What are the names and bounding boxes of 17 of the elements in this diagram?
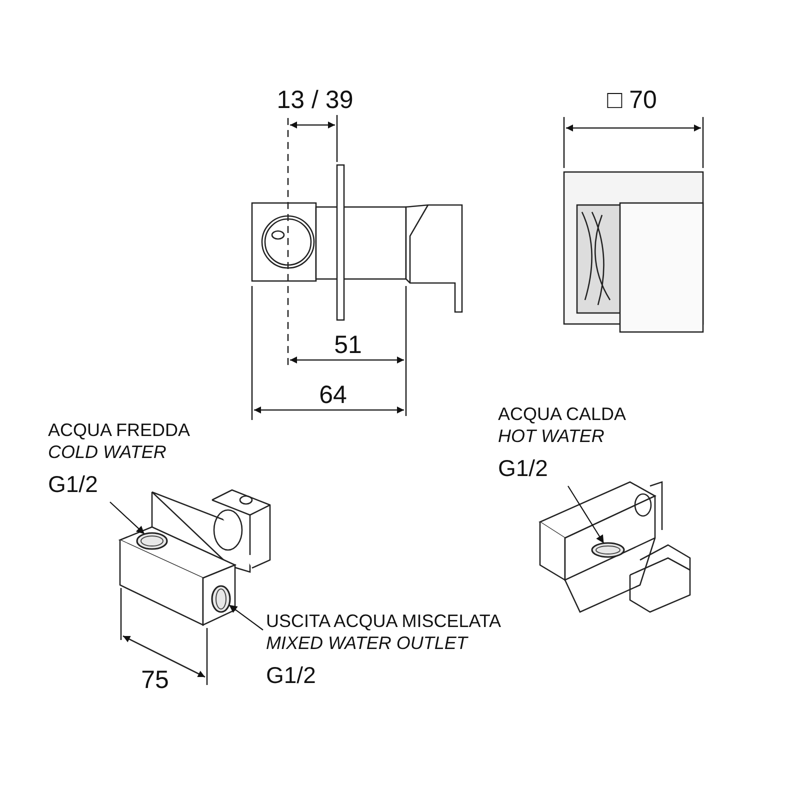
dimension-label: 51 <box>334 333 362 358</box>
leader-line <box>568 486 604 544</box>
callout-text: COLD WATER <box>48 442 168 464</box>
dimension-label: 64 <box>319 383 347 408</box>
callout-text: HOT WATER <box>498 426 606 448</box>
thread-size-label: G1/2 <box>266 662 317 690</box>
callout-text: USCITA ACQUA MISCELATA <box>266 611 502 633</box>
thread-size-label: G1/2 <box>48 471 99 499</box>
callout-text: MIXED WATER OUTLET <box>266 632 470 654</box>
thread-size-label: G1/2 <box>498 455 549 483</box>
callout-text: ACQUA FREDDA <box>48 420 190 442</box>
dimension-label: 13 / 39 <box>276 88 354 113</box>
dimension-label: 75 <box>141 668 169 693</box>
dimension-label: □ 70 <box>607 88 657 113</box>
leader-line <box>110 502 145 534</box>
callout-text: ACQUA CALDA <box>498 404 626 426</box>
leader-line <box>228 604 264 630</box>
